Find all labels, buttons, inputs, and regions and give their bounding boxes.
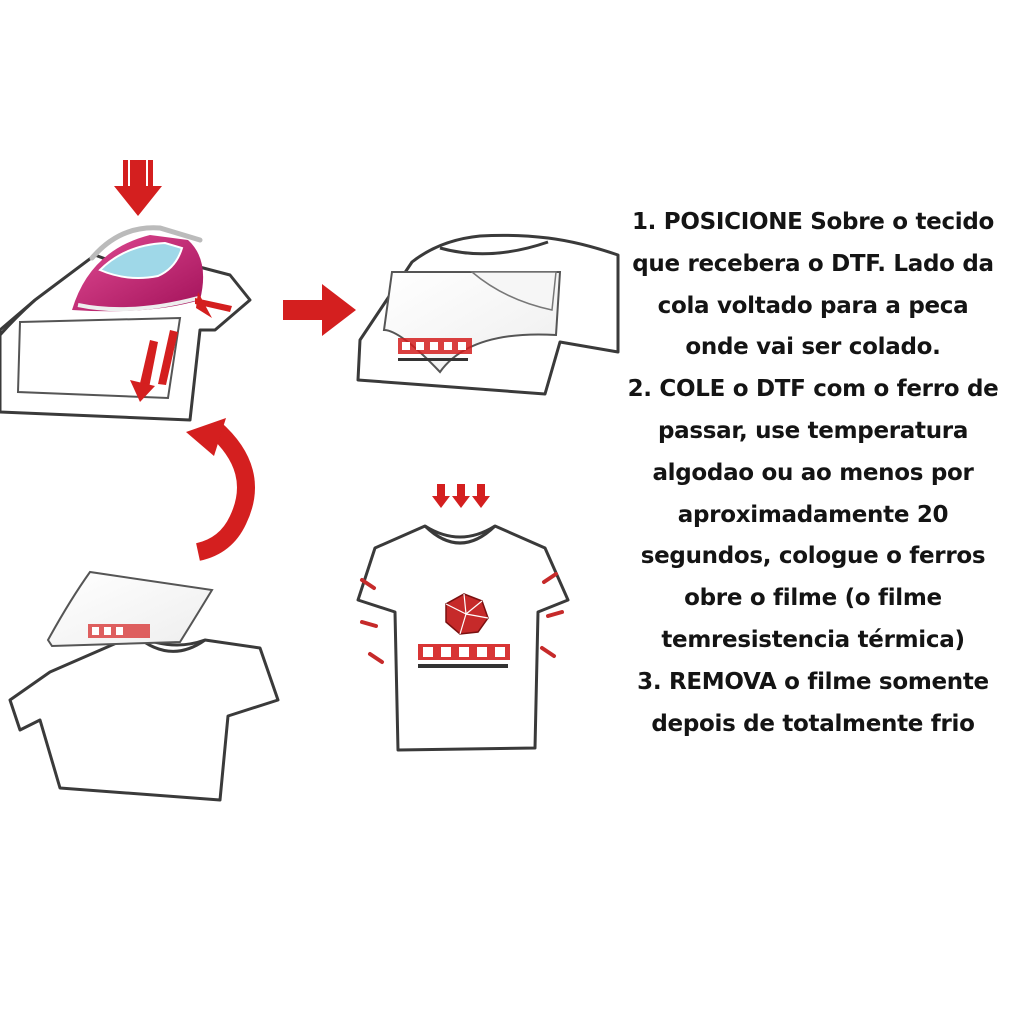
- instruction-line: temresistencia térmica): [661, 626, 965, 653]
- instruction-line: aproximadamente 20: [677, 501, 949, 528]
- iron-icon: [72, 225, 204, 312]
- instruction-line: segundos, cologue o ferros: [640, 543, 986, 570]
- down-arrow-icon: [114, 160, 162, 216]
- instruction-line: que recebera o DTF. Lado da: [632, 250, 994, 277]
- curved-arrow-icon: [186, 418, 255, 561]
- instruction-line: cola voltado para a peca: [657, 292, 969, 319]
- instruction-line: depois de totalmente frio: [651, 710, 975, 737]
- tshirt-outline: [356, 524, 570, 752]
- tshirt-outline: [8, 633, 280, 802]
- logo-icon: [445, 593, 489, 635]
- panel-finished: [356, 484, 570, 752]
- down-arrow-icon: [432, 484, 490, 508]
- print-design: [398, 338, 472, 361]
- instruction-line: obre o filme (o filme: [684, 585, 942, 612]
- instruction-line: 1. POSICIONE Sobre o tecido: [631, 209, 995, 235]
- radiating-marks: [360, 572, 564, 664]
- panel-film-placing: [8, 570, 280, 802]
- instruction-line: algodao ou ao menos por: [652, 459, 974, 486]
- print-design: [88, 624, 150, 638]
- right-arrow-icon: [283, 284, 356, 336]
- print-design: [418, 644, 510, 668]
- instruction-line: passar, use temperatura: [657, 417, 969, 444]
- dtf-illustration: [0, 160, 620, 802]
- motion-arrows: [130, 292, 232, 402]
- instruction-line: onde vai ser colado.: [685, 334, 941, 361]
- panel-film-applied: [356, 233, 620, 396]
- instruction-line: 2. COLE o DTF com o ferro de: [627, 376, 999, 403]
- panel-ironing: [0, 160, 252, 422]
- instructions: 1. POSICIONE Sobre o tecido que recebera…: [618, 202, 1008, 745]
- instruction-line: 3. REMOVA o filme somente: [637, 668, 989, 695]
